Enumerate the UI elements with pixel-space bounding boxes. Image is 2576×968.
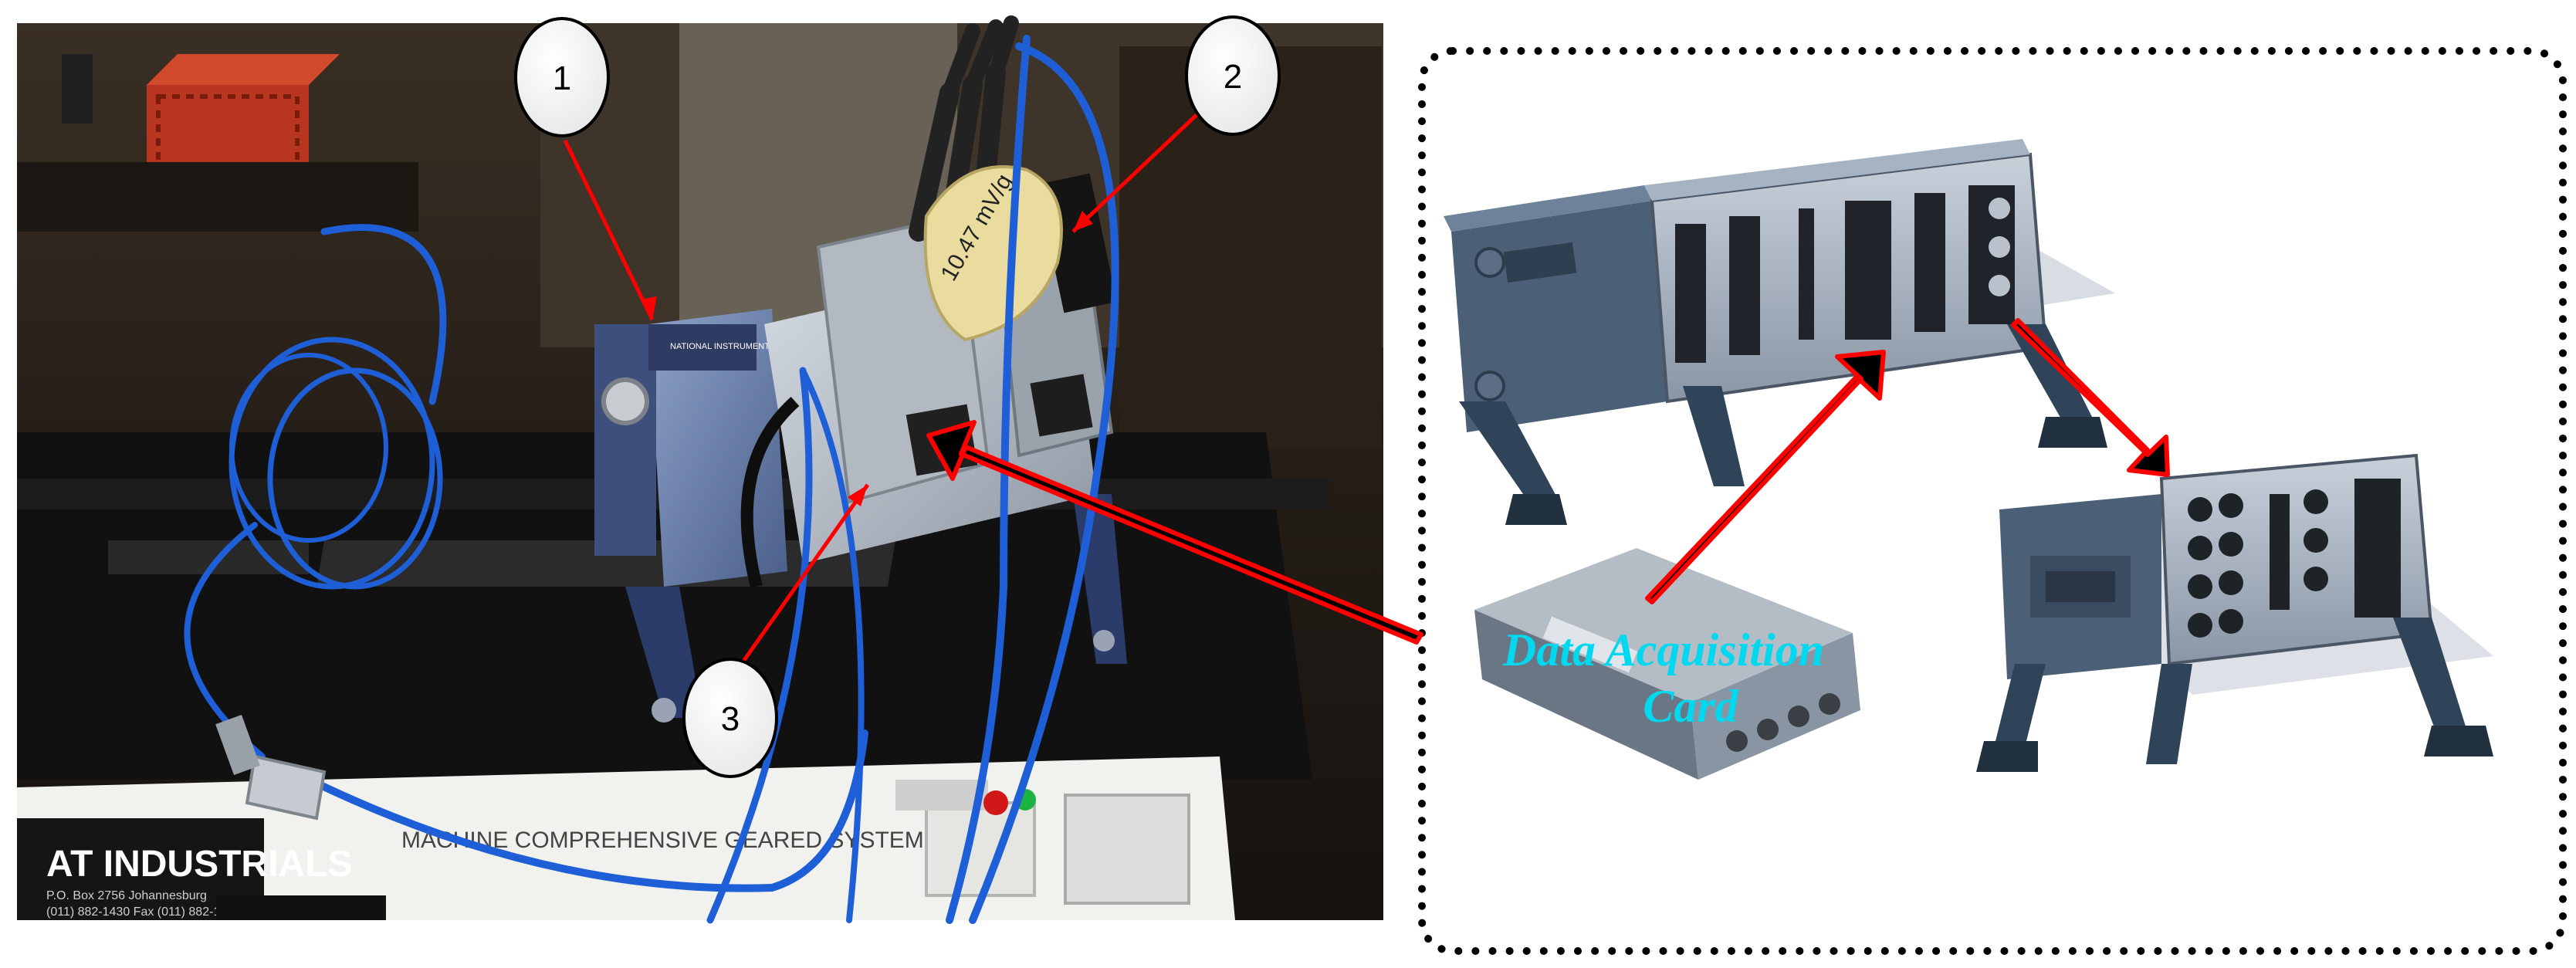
callout-1-circle (514, 17, 610, 137)
photo-side-table (17, 162, 418, 232)
callout-1-label: 1 (553, 59, 571, 97)
callout-2-leader (1071, 99, 1214, 233)
callout-2-label: 2 (1224, 58, 1242, 96)
arrow-chassis-large-to-small (2011, 318, 2170, 477)
callout-2-arrowhead (1073, 211, 1093, 232)
annotation-line-1: Data Acquisition (1502, 624, 1824, 675)
callout-1: 1 (514, 17, 657, 321)
callout-3-leader (740, 483, 870, 664)
arrow-photo-to-card (926, 420, 1423, 645)
callout-3-circle (682, 658, 778, 778)
product-cdaq-chassis-small (1976, 453, 2493, 772)
company-name-text: AT INDUSTRIALS (46, 844, 352, 885)
company-address-line-1: P.O. Box 2756 Johannesburg (46, 889, 207, 902)
photo-accelerometer (215, 714, 327, 821)
photo-black-cable (740, 397, 800, 588)
red-indicator-light (983, 790, 1008, 815)
photo-chassis-leg-left (625, 587, 702, 718)
photo-test-rig: AT INDUSTRIALS P.O. Box 2756 Johannesbur… (17, 15, 1383, 924)
company-address-line-2: (011) 882-1430 Fax (011) 882-1453 (46, 905, 241, 919)
product-cdaq-chassis-large (1444, 139, 2115, 525)
callout-3-arrowhead (848, 485, 868, 506)
product-usb-daq-card (1474, 548, 1860, 780)
photo-tape-note: 10.47 mV/g (923, 165, 1063, 342)
photo-small-box (62, 54, 93, 124)
callout-2-circle (1185, 15, 1281, 136)
callout-3-label: 3 (721, 700, 740, 738)
ni-logo-text: NATIONAL INSTRUMENTS (670, 342, 775, 351)
photo-blue-cables (184, 35, 1119, 924)
callout-2: 2 (1071, 15, 1281, 233)
callout-1-leader (563, 139, 655, 321)
callout-1-arrowhead (641, 296, 657, 320)
annotation-line-2: Card (1643, 681, 1738, 732)
callout-3: 3 (682, 483, 870, 778)
arrow-card-to-chassis-large (1645, 350, 1886, 604)
